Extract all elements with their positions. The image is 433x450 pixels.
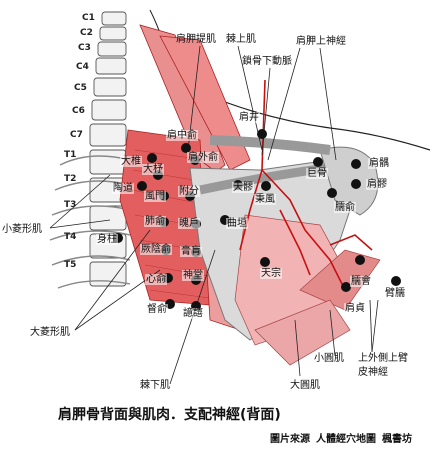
point-dazhui — [147, 153, 157, 163]
point-taodao — [137, 181, 147, 191]
point-jianzhongshu — [181, 143, 191, 153]
label-cutaneous-nerve-2: 皮神經 — [358, 367, 388, 378]
vertebra-label: C3 — [78, 43, 91, 53]
label-quyuan: 曲垣 — [226, 218, 248, 229]
label-teres-minor: 小圓肌 — [314, 353, 344, 364]
vertebra-label: C6 — [72, 106, 85, 116]
label-dazhui: 大椎 — [120, 156, 142, 167]
spine — [89, 11, 127, 287]
label-tianliao: 天髎 — [232, 182, 254, 193]
vertebra-label: C2 — [80, 28, 93, 38]
label-jianwaishu: 肩外俞 — [187, 152, 219, 163]
image-credit: 圖片來源 人體經穴地圖 楓書坊 — [270, 434, 413, 445]
point-jianjing — [257, 129, 267, 139]
label-tianzong: 天宗 — [260, 268, 282, 279]
label-rhomboid-minor: 小菱形肌 — [2, 224, 42, 235]
label-suprascapular-nerve: 肩胛上神經 — [296, 36, 346, 47]
vertebra-label: C7 — [70, 130, 83, 140]
diagram-title: 肩胛骨背面與肌肉．支配神經(背面) — [58, 407, 281, 423]
vertebra-label: C4 — [76, 62, 89, 72]
label-jianjing: 肩井 — [238, 112, 260, 123]
label-rhomboid-major: 大菱形肌 — [30, 327, 70, 338]
label-fufen: 附分 — [178, 186, 200, 197]
vertebra-label: C1 — [82, 13, 95, 23]
point-binao — [391, 276, 401, 286]
label-naohui: 臑會 — [350, 276, 372, 287]
label-jianzhen: 肩貞 — [344, 303, 366, 314]
vertebra-label: T1 — [64, 150, 77, 160]
label-naoshu: 臑俞 — [334, 202, 356, 213]
body-outline — [199, 91, 431, 151]
label-xinshu: 心俞 — [145, 274, 167, 285]
point-tianzong — [260, 257, 270, 267]
label-teres-major: 大圓肌 — [290, 380, 320, 391]
label-taodao: 陶道 — [112, 183, 134, 194]
label-dazhu: 大杼 — [142, 164, 164, 175]
label-yixi: 譩譆 — [182, 308, 204, 319]
label-levator-scapulae: 肩胛提肌 — [176, 34, 216, 45]
clavicle — [209, 135, 331, 155]
label-supraspinatus: 棘上肌 — [226, 34, 256, 45]
point-jianzhen — [355, 255, 365, 265]
label-gaohuang: 膏肓 — [180, 246, 202, 257]
label-jianyu: 肩髃 — [368, 158, 390, 169]
label-jueyinshu: 厥陰俞 — [140, 244, 172, 255]
vertebra-label: T3 — [64, 200, 77, 210]
vertebra-label: T2 — [64, 174, 77, 184]
point-naoshu — [327, 188, 337, 198]
vertebra-label: T5 — [64, 260, 77, 270]
vertebra-label: C5 — [74, 83, 87, 93]
point-bingfeng — [261, 181, 271, 191]
point-jugu — [313, 157, 323, 167]
label-bingfeng: 秉風 — [254, 194, 276, 205]
point-naohui — [341, 282, 351, 292]
label-dushu: 督俞 — [146, 304, 168, 315]
label-fengmen: 風門 — [144, 191, 166, 202]
nerves — [239, 79, 373, 291]
label-shentang: 神堂 — [182, 270, 204, 281]
label-subclavian: 鎖骨下動脈 — [242, 56, 292, 67]
label-infraspinatus: 棘下肌 — [140, 380, 170, 391]
label-pohu: 魄戶 — [178, 218, 200, 229]
point-jianliao — [351, 179, 361, 189]
vertebra-label: T4 — [64, 232, 77, 242]
point-jianyu — [351, 159, 361, 169]
label-feishu: 肺俞 — [144, 216, 166, 227]
label-shenzhu: 身柱 — [96, 234, 118, 245]
label-cutaneous-nerve-1: 上外側上臂 — [358, 353, 408, 364]
label-jugu: 巨骨 — [306, 168, 328, 179]
label-jianliao: 肩髎 — [366, 179, 388, 190]
label-jianzhongshu: 肩中俞 — [166, 130, 198, 141]
label-binao: 臂臑 — [384, 288, 406, 299]
